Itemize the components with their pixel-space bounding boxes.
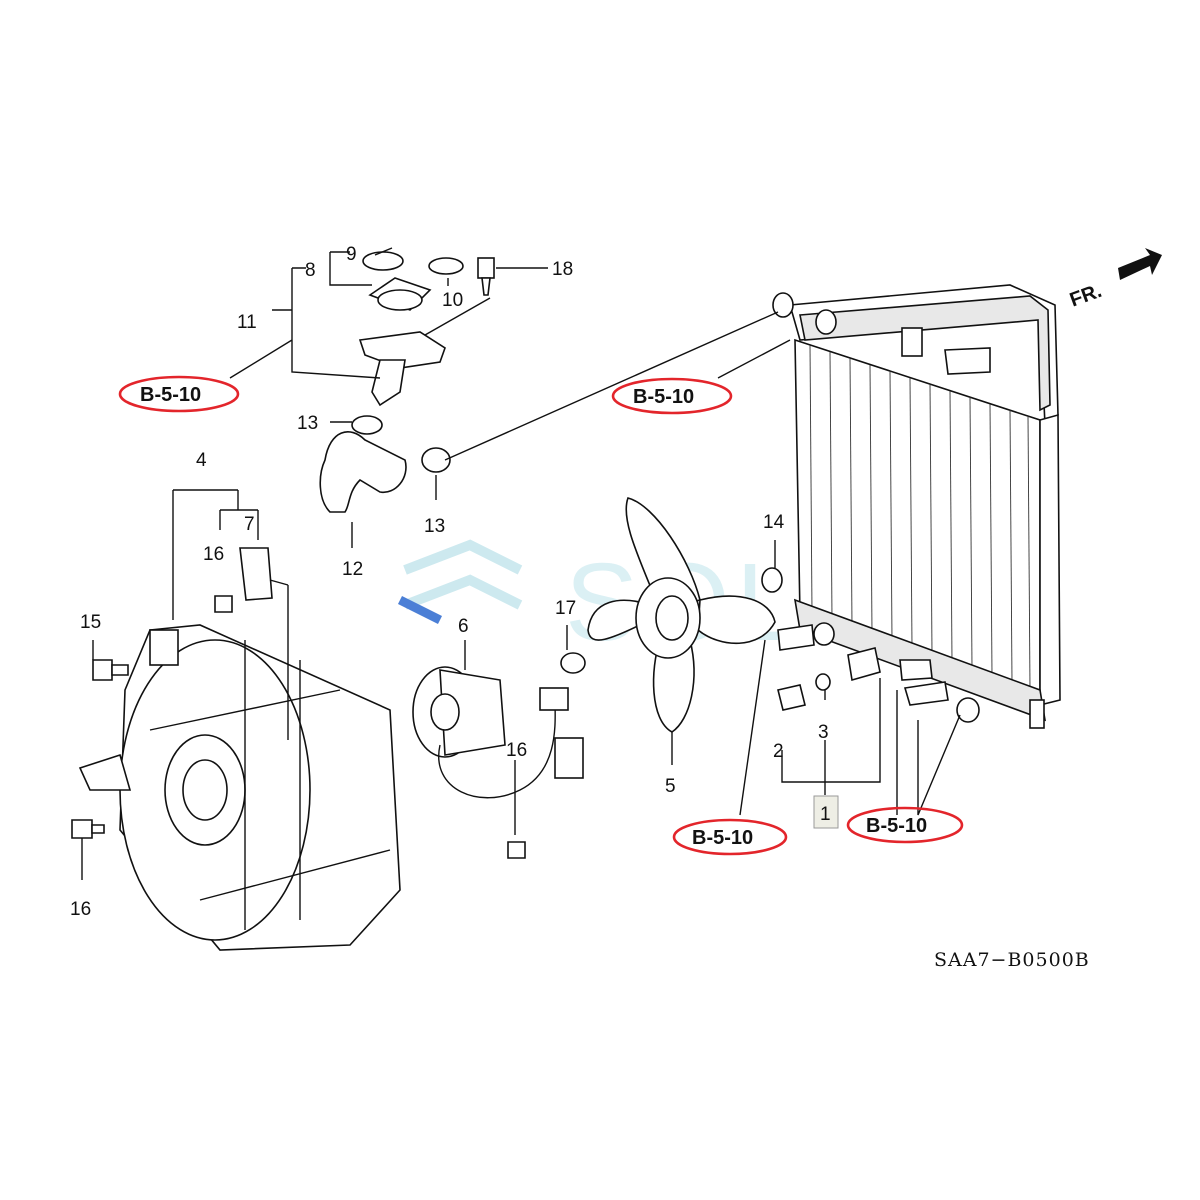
fan-motor [412, 666, 584, 799]
fan-blade [587, 497, 776, 733]
leader-lines [81, 247, 961, 880]
reference-b-5-10-bottom-right: B-5-10 [866, 815, 927, 837]
reference-highlights [118, 375, 964, 856]
diagram-code: SAA7−B0500B [934, 949, 1090, 971]
callout-17: 17 [555, 598, 576, 619]
callout-1-box: 1 [813, 795, 839, 829]
callout-18: 18 [552, 259, 573, 280]
reference-b-5-10-bottom-center: B-5-10 [692, 827, 753, 849]
callout-7: 7 [244, 514, 255, 535]
callout-8: 8 [305, 260, 316, 281]
callout-15: 15 [80, 612, 101, 633]
reference-b-5-10-top-center: B-5-10 [633, 386, 694, 408]
front-direction-indicator: FR. [1067, 248, 1162, 312]
callout-4: 4 [196, 450, 207, 471]
callout-14: 14 [763, 512, 785, 533]
callout-3: 3 [818, 722, 829, 743]
radiator [772, 284, 1061, 729]
callout-12: 12 [342, 559, 363, 580]
callout-5: 5 [665, 776, 676, 797]
callout-11: 11 [237, 312, 257, 333]
callout-16-lower-left: 16 [70, 899, 91, 920]
reference-labels: B-5-10 B-5-10 B-5-10 B-5-10 [140, 384, 927, 849]
reference-b-5-10-top-left: B-5-10 [140, 384, 201, 406]
fan-shroud [78, 547, 401, 951]
callout-6: 6 [458, 616, 469, 637]
hose-assembly [319, 415, 451, 513]
callout-9: 9 [346, 244, 357, 265]
hardware [71, 567, 831, 859]
callout-16-upper: 16 [203, 544, 224, 565]
callout-10: 10 [442, 290, 463, 311]
callout-2: 2 [773, 741, 784, 762]
callout-16-middle: 16 [506, 740, 527, 761]
front-label: FR. [1067, 280, 1105, 312]
callout-1: 1 [820, 804, 831, 825]
arrow-right-icon [1118, 248, 1162, 280]
callout-13-upper: 13 [297, 413, 318, 434]
callout-13-lower: 13 [424, 516, 445, 537]
callouts: 9 8 18 10 11 13 13 12 4 7 16 15 16 6 16 … [70, 244, 839, 920]
filler-cap-assembly [358, 251, 495, 407]
